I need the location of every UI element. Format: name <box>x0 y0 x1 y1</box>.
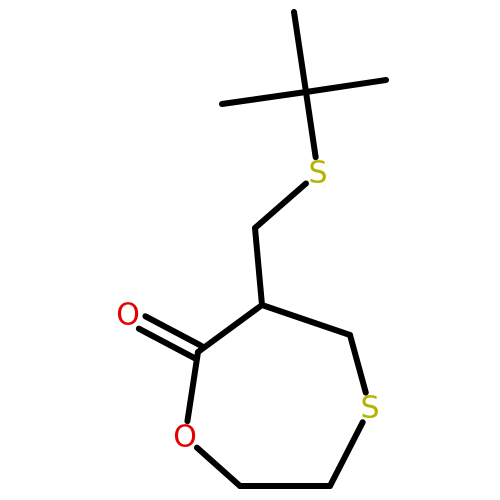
bond-ctb-me2 <box>303 77 389 95</box>
bond-c7-or <box>184 349 201 425</box>
atom-label-oc: O <box>116 298 140 333</box>
bond-ctb-me3 <box>219 89 309 107</box>
bond-or-c2 <box>193 444 243 489</box>
bond-c7-oc-line-a <box>142 313 205 349</box>
atom-label-s1: S <box>308 156 327 191</box>
bond-c5-c6 <box>259 302 353 338</box>
bond-s1-ch2 <box>252 180 309 231</box>
atom-label-or: O <box>173 420 197 455</box>
bond-s4-c5 <box>347 332 369 396</box>
atom-label-s4: S <box>360 391 379 426</box>
bond-c6-c7 <box>195 302 265 355</box>
bond-ch2-c6 <box>252 225 265 308</box>
bond-ctb-s1 <box>303 89 319 161</box>
bond-c3-s4 <box>327 419 366 489</box>
bonds-layer <box>135 9 389 489</box>
bond-ctb-me1 <box>291 9 309 95</box>
atom-labels-layer: S O O S <box>116 156 379 455</box>
bond-c7-oc-line-b <box>135 325 198 362</box>
